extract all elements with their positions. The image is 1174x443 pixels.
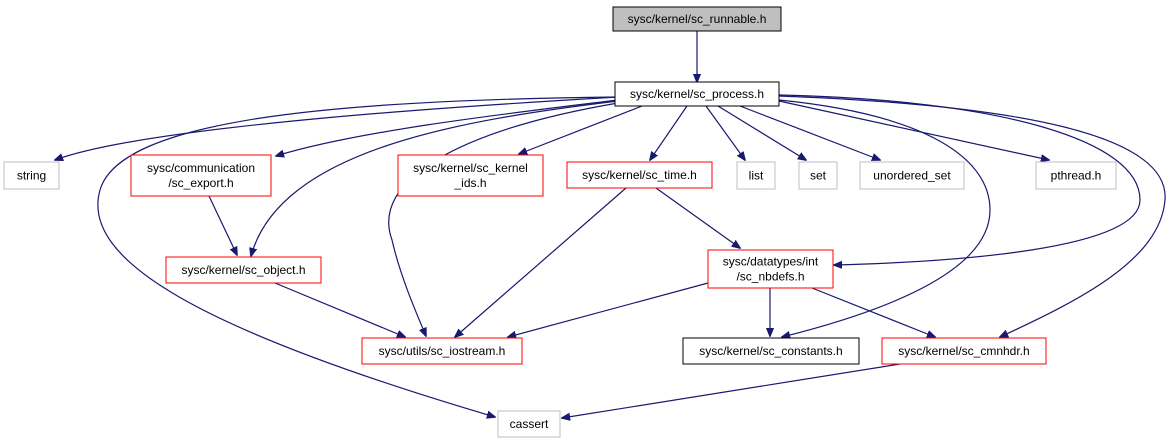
node-box — [682, 337, 860, 365]
node-box — [881, 337, 1047, 365]
node-process[interactable]: sysc/kernel/sc_process.h — [614, 81, 780, 107]
edge-process-to-iostream — [388, 102, 619, 336]
node-unordered-set[interactable]: unordered_set — [859, 161, 965, 190]
edge-process-to-cassert — [97, 96, 619, 417]
node-box — [566, 161, 713, 189]
node-label: unordered_set — [873, 169, 951, 183]
node-label: /sc_nbdefs.h — [736, 270, 804, 284]
edge-process-to-set — [717, 105, 806, 160]
node-list[interactable]: list — [736, 161, 776, 190]
node-iostream[interactable]: sysc/utils/sc_iostream.h — [361, 337, 523, 365]
node-label: list — [749, 169, 764, 183]
node-box — [707, 249, 834, 289]
edge-process-to-pthread — [778, 100, 1049, 160]
node-box — [497, 410, 561, 438]
edge-process-to-cmnhdr — [778, 95, 1166, 337]
node-cassert[interactable]: cassert — [497, 410, 561, 438]
edge-process-to-constants — [778, 99, 991, 337]
edge-nbdefs-to-iostream — [508, 282, 709, 337]
node-label: string — [17, 169, 46, 183]
node-box — [130, 154, 272, 197]
node-label: sysc/utils/sc_iostream.h — [379, 344, 506, 358]
node-box — [397, 154, 544, 197]
nodes-layer: sysc/kernel/sc_runnable.h sysc/kernel/sc_… — [3, 6, 1117, 438]
edges-layer — [55, 31, 1166, 418]
node-label: /sc_export.h — [168, 176, 233, 190]
node-label: pthread.h — [1051, 169, 1102, 183]
node-object[interactable]: sysc/kernel/sc_object.h — [165, 256, 322, 284]
edge-cmnhdr-to-cassert — [562, 363, 901, 418]
node-box — [736, 161, 776, 190]
edge-process-to-object — [251, 100, 619, 256]
node-label: sysc/kernel/sc_process.h — [630, 87, 764, 101]
node-label: set — [810, 169, 827, 183]
node-box — [859, 161, 965, 190]
node-export[interactable]: sysc/communication/sc_export.h — [130, 154, 272, 197]
node-box — [612, 6, 782, 32]
node-label: sysc/datatypes/int — [723, 255, 819, 269]
edge-time-to-nbdefs — [655, 187, 740, 248]
edge-process-to-kernel_ids — [519, 105, 643, 154]
node-runnable: sysc/kernel/sc_runnable.h — [612, 6, 782, 32]
edge-process-to-export — [276, 99, 619, 156]
node-box — [165, 256, 322, 284]
node-string[interactable]: string — [3, 161, 60, 190]
edge-process-to-unordered_set — [739, 105, 880, 160]
node-box — [1035, 161, 1117, 190]
edge-time-to-iostream — [455, 187, 627, 337]
edge-export-to-object — [208, 195, 237, 255]
node-label: sysc/kernel/sc_constants.h — [699, 344, 842, 358]
node-set[interactable]: set — [798, 161, 838, 190]
node-time[interactable]: sysc/kernel/sc_time.h — [566, 161, 713, 189]
node-label: sysc/communication — [147, 161, 255, 175]
node-label: sysc/kernel/sc_runnable.h — [628, 12, 767, 26]
node-box — [361, 337, 523, 365]
node-box — [798, 161, 838, 190]
node-label: sysc/kernel/sc_time.h — [582, 168, 697, 182]
node-label: sysc/kernel/sc_object.h — [181, 263, 305, 277]
node-box — [3, 161, 60, 190]
edge-object-to-iostream — [274, 282, 405, 337]
node-cmnhdr[interactable]: sysc/kernel/sc_cmnhdr.h — [881, 337, 1047, 365]
node-kernel-ids[interactable]: sysc/kernel/sc_kernel_ids.h — [397, 154, 544, 197]
edge-process-to-list — [705, 105, 745, 160]
node-label: sysc/kernel/sc_cmnhdr.h — [898, 344, 1029, 358]
edge-nbdefs-to-cmnhdr — [811, 287, 935, 337]
node-label: _ids.h — [453, 176, 486, 190]
edge-process-to-time — [650, 105, 688, 160]
node-label: sysc/kernel/sc_kernel — [413, 161, 528, 175]
node-box — [614, 81, 780, 107]
node-pthread[interactable]: pthread.h — [1035, 161, 1117, 190]
node-nbdefs[interactable]: sysc/datatypes/int/sc_nbdefs.h — [707, 249, 834, 289]
node-label: cassert — [510, 417, 549, 431]
edge-process-to-string — [55, 96, 619, 160]
node-constants[interactable]: sysc/kernel/sc_constants.h — [682, 337, 860, 365]
